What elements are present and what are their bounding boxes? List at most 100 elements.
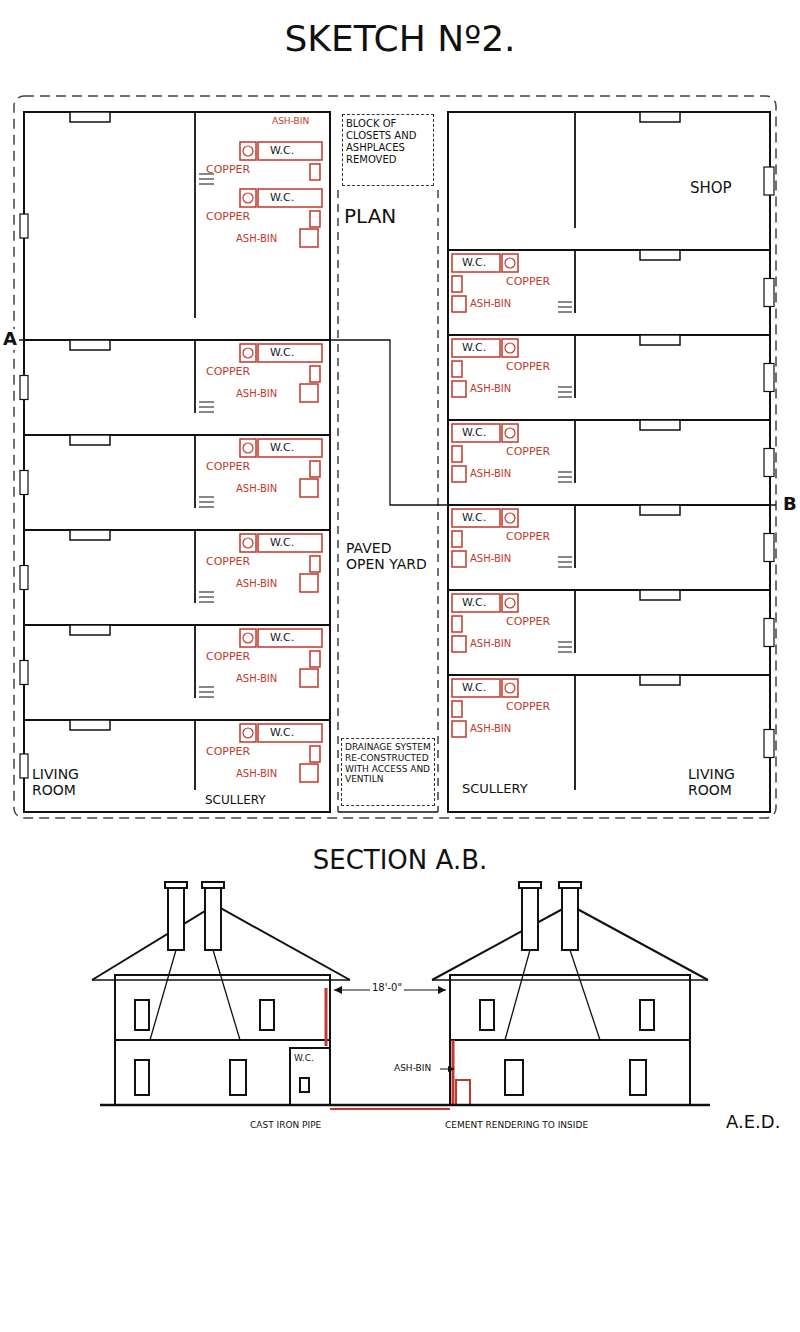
wc-pan [243,728,253,738]
fixture-label: ASH-BIN [236,768,277,780]
fixture-label: W.C. [462,682,486,695]
wc-pan [240,439,256,457]
fixture-label: W.C. [270,537,294,550]
fixture-label: COPPER [506,361,550,374]
stair [558,652,572,653]
bay-window [764,730,774,758]
stair [558,647,572,648]
wc-fixture [452,509,500,527]
partition [574,675,576,790]
partition [574,112,576,228]
wc-fixture [452,339,500,357]
wc-fixture [452,424,500,442]
stair [199,412,214,413]
ash-bin-fixture [452,636,466,652]
party-wall [448,589,770,591]
fixture-label: ASH-BIN [394,1063,431,1073]
copper-fixture [310,556,320,572]
wc-pan [240,189,256,207]
copper-fixture [310,651,320,667]
wc-pan [502,424,518,442]
chimney-breast [640,112,680,122]
bay-window [764,279,774,307]
copper-fixture [310,366,320,382]
wc-pan [505,343,515,353]
fixture-label: ASH-BIN [236,578,277,590]
window [20,471,28,495]
stair [199,687,214,688]
stair [199,502,214,503]
stair [558,642,572,643]
stair [558,567,572,568]
stair [199,184,214,185]
annotation-box: BLOCK OF CLOSETS AND ASHPLACES REMOVED [342,114,434,186]
copper-fixture [452,361,462,377]
copper-fixture [452,616,462,632]
fixture-label: W.C. [462,597,486,610]
wc-pan [505,598,515,608]
fixture-label: ASH-BIN [470,468,511,480]
chimney-breast [70,625,110,635]
wc-fixture [258,439,322,457]
wc-fixture [258,189,322,207]
wc-pan [240,629,256,647]
stair [199,692,214,693]
fixture-label: ASH-BIN [470,298,511,310]
sketch-title: SKETCH Nº2. [0,18,800,59]
wc-fixture [258,142,322,160]
chimney-breast [640,420,680,430]
initials: A.E.D. [726,1112,780,1133]
section-marker: A [1,329,19,350]
copper-fixture [310,164,320,180]
bay-window [764,534,774,562]
chimney-breast [70,112,110,122]
note-label: CAST IRON PIPE [250,1120,321,1130]
copper-fixture [310,211,320,227]
copper-fixture [310,461,320,477]
wc-pan [240,724,256,742]
partition [574,505,576,568]
fixture-label: W.C. [270,442,294,455]
fixture-label: W.C. [270,632,294,645]
fixture-label: COPPER [206,461,250,474]
wc-pan [502,594,518,612]
copper-fixture [452,701,462,717]
fixture-label: W.C. [462,512,486,525]
fixture-label: COPPER [506,446,550,459]
wc-fixture [452,594,500,612]
ash-bin-fixture [300,669,318,687]
ash-bin-fixture [300,764,318,782]
chimney-breast [70,340,110,350]
stair [199,602,214,603]
ash-bin-fixture [452,721,466,737]
copper-fixture [452,446,462,462]
wc-pan [243,538,253,548]
yard-label: PAVED OPEN YARD [346,540,434,572]
copper-fixture [452,531,462,547]
party-wall [448,504,770,506]
stair [199,402,214,403]
wc-pan [502,254,518,272]
stair [199,497,214,498]
wc-fixture [258,534,322,552]
wc-pan [240,142,256,160]
stair [558,482,572,483]
stair [199,507,214,508]
window [20,214,28,238]
window [20,566,28,590]
partition [574,335,576,398]
ash-bin-fixture [452,466,466,482]
fixture-label: COPPER [206,556,250,569]
stair [558,557,572,558]
stair [558,302,572,303]
bay-window [764,449,774,477]
stair [199,179,214,180]
wc-pan [502,679,518,697]
annotation-text: BLOCK OF CLOSETS AND ASHPLACES REMOVED [346,118,430,166]
chimney-breast [70,435,110,445]
wc-fixture [452,679,500,697]
partition [574,250,576,313]
bay-window [764,167,774,195]
wc-fixture [452,254,500,272]
ash-bin-fixture [300,384,318,402]
